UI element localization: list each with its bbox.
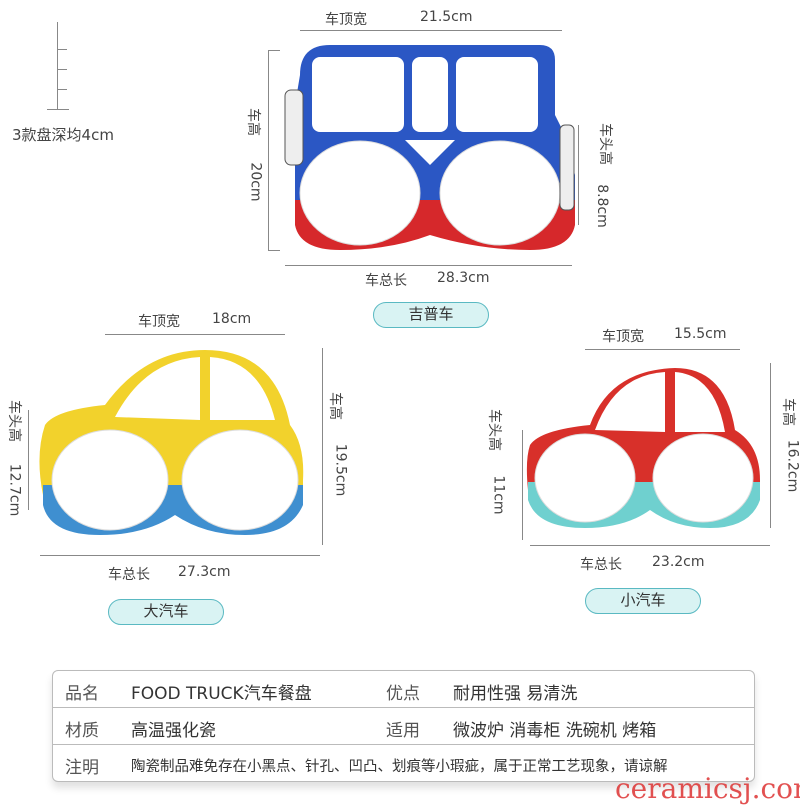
small-car-length-label: 车总长 [580,557,622,573]
spec-value: 耐用性强 易清洗 [453,684,578,704]
small-car-name-badge: 小汽车 [585,588,701,614]
jeep-roof-value: 21.5cm [420,9,473,25]
jeep-height-label: 车高 [245,108,261,136]
watermark: ceramicsj.com [615,772,800,805]
jeep-plate-image [284,45,575,250]
small-car-plate-image [526,368,760,528]
table-row: 材质 高温强化瓷 适用 微波炉 消毒柜 洗碗机 烤箱 [53,708,754,745]
spec-key: 优点 [386,684,420,704]
big-car-head-label: 车头高 [6,400,22,442]
big-car-plate-image [39,350,304,535]
spec-key: 注明 [65,758,99,778]
big-car-roof-label: 车顶宽 [138,314,180,330]
spec-value: 高温强化瓷 [131,721,216,741]
big-car-roof-value: 18cm [212,311,252,327]
spec-key: 材质 [65,721,99,741]
small-car-roof-label: 车顶宽 [602,329,644,345]
big-car-length-label: 车总长 [108,567,150,583]
big-car-height-value: 19.5cm [332,443,349,497]
small-car-roof-value: 15.5cm [674,326,727,342]
jeep-height-value: 20cm [247,162,264,202]
jeep-length-label: 车总长 [365,273,407,289]
spec-value: FOOD TRUCK汽车餐盘 [131,684,312,704]
table-row: 注明 陶瓷制品难免存在小黑点、针孔、凹凸、划痕等小瑕疵，属于正常工艺现象，请谅解 [53,745,754,782]
small-car-height-label: 车高 [780,398,796,426]
spec-table: 品名 FOOD TRUCK汽车餐盘 优点 耐用性强 易清洗 材质 高温强化瓷 适… [52,670,755,782]
big-car-length-value: 27.3cm [178,564,231,580]
big-car-height-label: 车高 [327,392,343,420]
jeep-head-label: 车头高 [597,123,613,165]
jeep-head-value: 8.8cm [593,184,610,228]
jeep-length-value: 28.3cm [437,270,490,286]
jeep-roof-label: 车顶宽 [325,12,367,28]
table-row: 品名 FOOD TRUCK汽车餐盘 优点 耐用性强 易清洗 [53,671,754,708]
small-car-head-value: 11cm [490,475,507,515]
big-car-head-value: 12.7cm [6,463,23,517]
depth-note: 3款盘深均4cm [12,126,114,144]
small-car-length-value: 23.2cm [652,554,705,570]
small-car-height-value: 16.2cm [784,439,800,493]
big-car-name-badge: 大汽车 [108,599,224,625]
spec-key: 品名 [65,684,99,704]
spec-value: 陶瓷制品难免存在小黑点、针孔、凹凸、划痕等小瑕疵，属于正常工艺现象，请谅解 [131,759,668,775]
spec-value: 微波炉 消毒柜 洗碗机 烤箱 [453,721,657,741]
spec-key: 适用 [386,721,420,741]
jeep-name-badge: 吉普车 [373,302,489,328]
small-car-head-label: 车头高 [486,409,502,451]
